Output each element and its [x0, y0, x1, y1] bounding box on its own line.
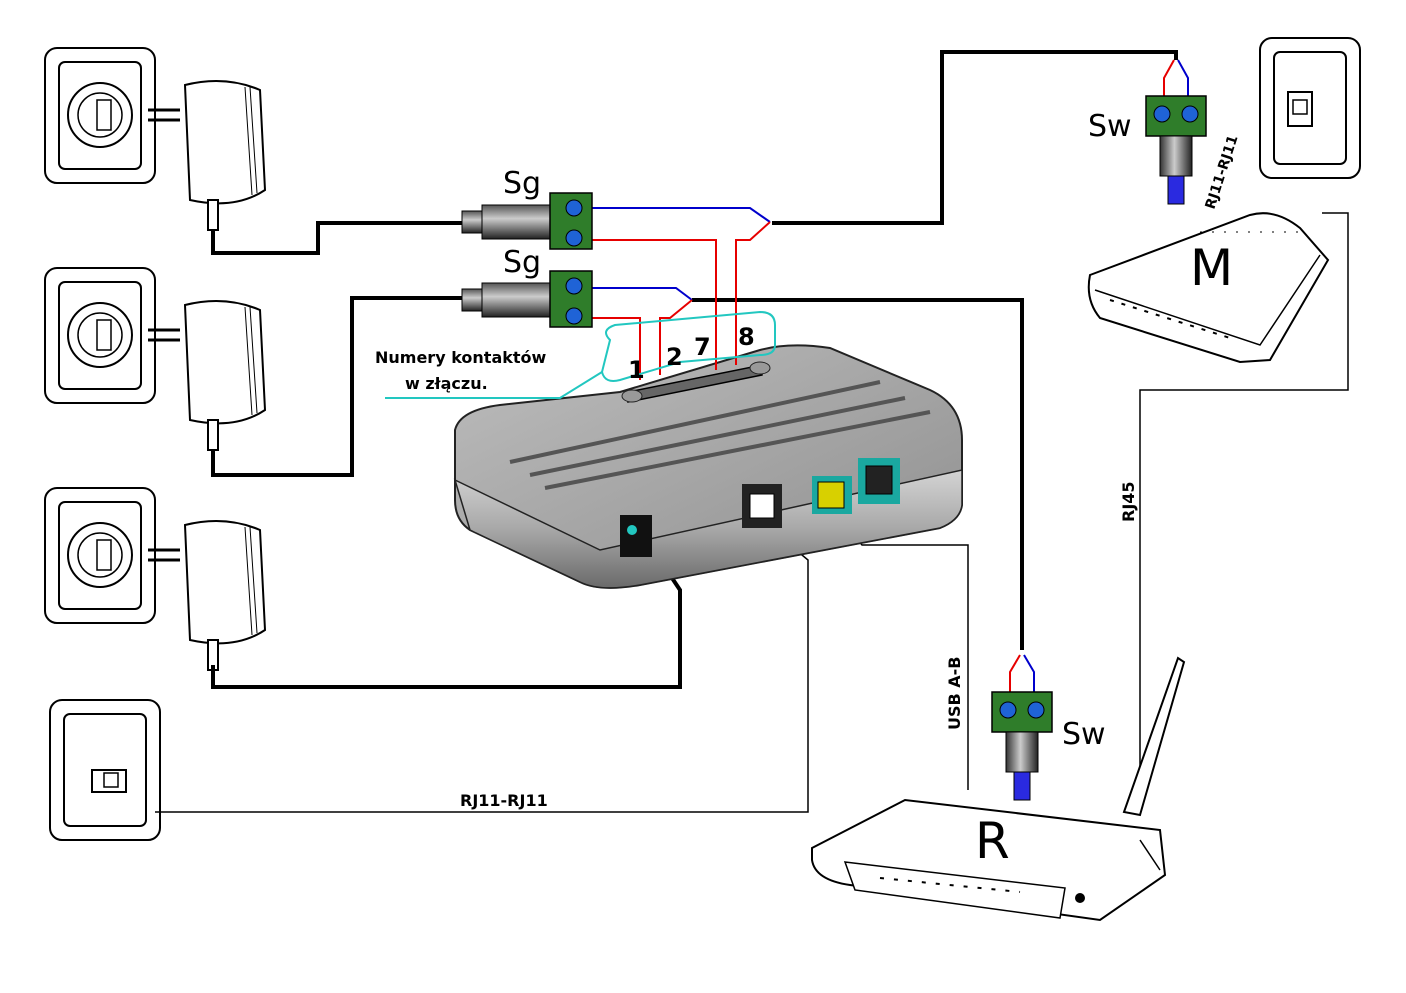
cable-label: USB A-B [945, 657, 964, 731]
signal-wires [590, 59, 1189, 695]
power-adapter-icon [148, 520, 267, 671]
modem-icon [1087, 212, 1330, 364]
sw-label: Sw [1062, 717, 1106, 752]
sw-label: Sw [1088, 109, 1132, 144]
sg-label: Sg [503, 245, 541, 280]
rj11-wall-jack-icon [1259, 37, 1361, 179]
screw-terminal-icon [461, 270, 593, 328]
pin-number: 7 [694, 333, 711, 361]
screw-terminal-icon [1145, 95, 1207, 205]
cable-label: RJ45 [1119, 481, 1138, 522]
cable-label: RJ11-RJ11 [460, 791, 548, 810]
rj11-wall-jack-icon [49, 699, 161, 841]
router-label: R [975, 812, 1010, 870]
modem-label: M [1190, 239, 1233, 297]
wall-socket-icon [44, 47, 156, 184]
controller-device [453, 344, 963, 589]
contacts-caption-line1: Numery kontaktów [375, 348, 547, 367]
pin-number: 2 [666, 343, 683, 371]
power-adapter-icon [148, 80, 267, 231]
wall-socket-icon [44, 267, 156, 404]
sg-label: Sg [503, 166, 541, 201]
power-led-icon [627, 525, 637, 535]
cable-label: RJ11-RJ11 [1203, 133, 1242, 211]
screw-terminal-icon [461, 192, 593, 250]
router-icon [811, 656, 1186, 922]
antenna-icon [1122, 656, 1186, 817]
screw-terminal-icon [991, 691, 1053, 801]
power-adapter-icon [148, 300, 267, 451]
contacts-callout [385, 310, 776, 399]
pin-number: 1 [628, 356, 645, 384]
wall-socket-icon [44, 487, 156, 624]
contacts-caption-line2: w złączu. [405, 374, 488, 393]
rj11-port-icon [742, 484, 782, 528]
pin-number: 8 [738, 323, 755, 351]
usb-port-icon [812, 476, 852, 514]
rj45-port-icon [858, 458, 900, 504]
power-wires [211, 50, 1178, 689]
